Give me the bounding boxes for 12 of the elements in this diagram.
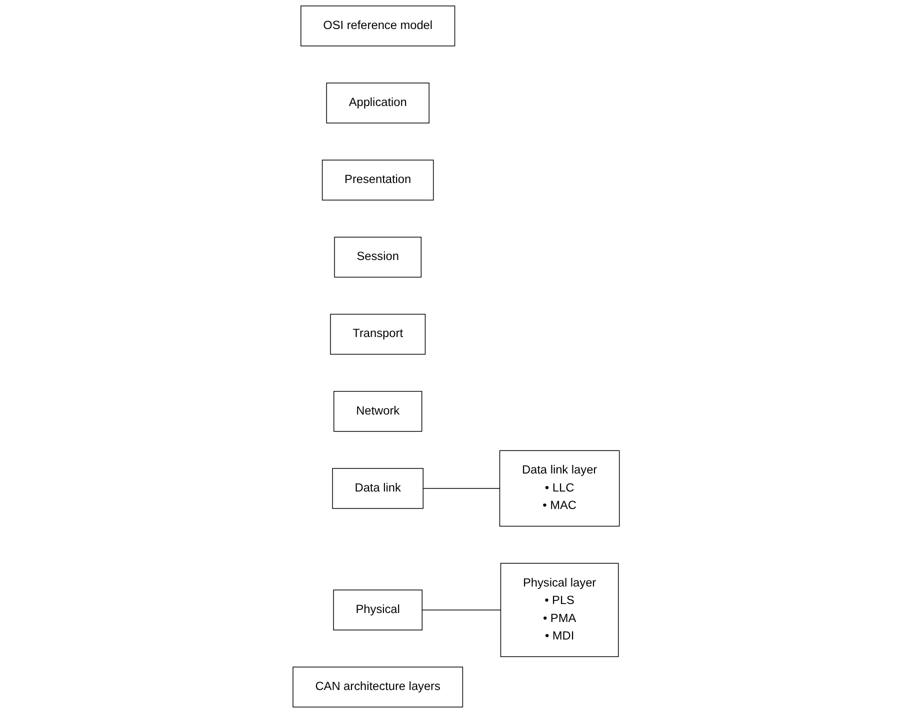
node-box: Network	[333, 390, 422, 432]
node-box: Session	[334, 236, 422, 278]
node-box: Data link	[332, 468, 424, 509]
connector	[422, 488, 500, 489]
node-box: Application	[326, 82, 430, 124]
node-box: Transport	[330, 314, 426, 355]
node-box: Physical	[332, 590, 422, 630]
node-box: OSI reference model	[300, 6, 455, 46]
node-box: Physical layer • PLS • PMA • MDI	[500, 562, 619, 658]
node-box: Data link layer • LLC • MAC	[499, 450, 620, 527]
node-box: Presentation	[322, 160, 434, 200]
node-box: CAN architecture layers	[292, 666, 463, 708]
